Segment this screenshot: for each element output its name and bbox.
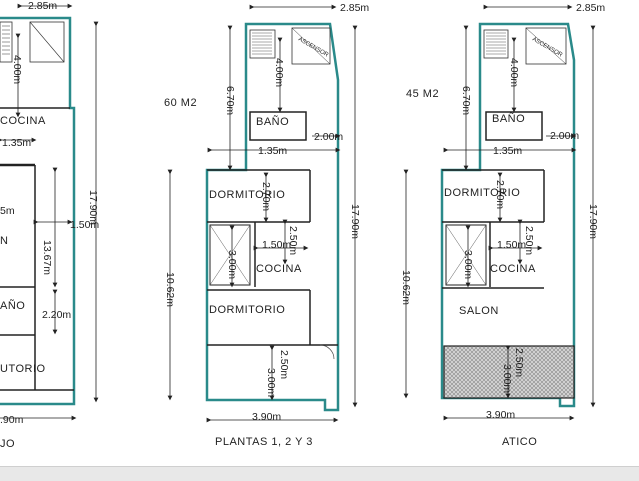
bottom-scrollbar[interactable] [0,466,639,481]
plan-right-dim-bottom: 3.90m [486,409,515,421]
plan-middle-dim-stair: 4.00m [273,58,285,87]
plan-middle-caption: PLANTAS 1, 2 Y 3 [215,436,313,448]
plan-middle-room-dormitorio-1: DORMITORIO [209,189,285,201]
plan-right-dim-300-b: 3.00m [501,364,513,393]
plan-middle-stair [249,29,276,59]
plan-middle-dim-300-b: 3.00m [265,368,277,397]
plan-right-dim-670: 6.70m [460,86,472,115]
plan-right-area: 45 M2 [406,88,439,100]
plan-middle-dim-top: 2.85m [340,2,369,14]
plan-middle-elevator [291,27,331,65]
plan-right-room-cocina: COCINA [490,263,536,275]
plan-right-dim-135: 1.35m [493,145,522,157]
plan-left-dim-150: 1.50m [70,219,99,231]
plan-left-dim-135: 1.35m [2,137,31,149]
plan-right-dim-250-a: 2.50m [523,226,535,255]
plan-right-dim-top: 2.85m [576,2,605,14]
plan-right-caption: ATICO [502,436,537,448]
plan-right-dim-270: 2.70m [494,180,506,209]
plan-right-dim-1062: 10.62m [400,270,412,305]
plan-right-dim-stair: 4.00m [508,58,520,87]
plan-right-dim-1790: 17.90m [587,204,599,239]
plan-left-dim-bottom: .90m [0,414,24,426]
plan-right-dim-200: 2.00m [550,130,579,142]
plan-right: ASCENSOR 2.85m 45 M2 4.00m 6.70m BAÑO 2.… [400,2,605,448]
plan-middle-dim-1790: 17.90m [349,204,361,239]
plan-right-room-salon: SALON [459,305,499,317]
plan-right-room-dormitorio: DORMITORIO [444,187,520,199]
plan-middle-room-dormitorio-2: DORMITORIO [209,304,285,316]
plan-middle-dim-250-b: 2.50m [278,350,290,379]
plan-left-room-cocina: COCINA [0,115,46,127]
plan-right-room-bano: BAÑO [492,112,525,125]
plan-middle-area: 60 M2 [164,97,197,109]
plan-left: 2.85m 4.00m COCINA 1.35m 5m N 1.50m 17.9… [0,0,99,450]
plan-right-dim-250-b: 2.50m [513,348,525,377]
plan-middle-room-bano: BAÑO [256,115,289,128]
plan-left-stair [0,21,13,63]
plan-middle-dim-bottom: 3.90m [252,411,281,423]
plan-left-dim-stair: 4.00m [11,55,23,84]
plan-middle: ASCENSOR 2.85m 60 M2 4.00m 6.70m BAÑO [164,2,369,448]
plan-middle-dim-670: 6.70m [224,86,236,115]
plan-left-room-n: N [0,235,8,247]
plan-left-outer-wall [0,16,76,406]
plan-right-dim-300-a: 3.00m [462,250,474,279]
plan-middle-dim-1062: 10.62m [164,272,176,307]
plan-left-dim-220: 2.20m [42,309,71,321]
plan-middle-dim-270: 2.70m [260,182,272,211]
plan-middle-dim-300-a: 3.00m [226,250,238,279]
plan-left-dim-top: 2.85m [28,0,57,12]
plan-middle-outer-wall [205,22,340,412]
plan-right-elevator [525,27,567,65]
plan-right-dim-150: 1.50m [497,239,526,251]
plan-left-caption: JO [0,438,15,450]
plan-middle-dim-250-a: 2.50m [287,226,299,255]
plan-right-stair [483,29,509,59]
plan-left-elevator [29,21,65,63]
plan-left-dim-1790: 17.90m [87,190,99,225]
plan-middle-elevator-label: ASCENSOR [297,37,330,59]
plan-left-dim-5m: 5m [0,205,15,217]
plan-left-room-utorio: UTORIO [0,363,46,375]
plan-middle-room-cocina: COCINA [256,263,302,275]
plan-middle-dim-150: 1.50m [262,239,291,251]
plan-middle-dim-135: 1.35m [258,145,287,157]
plan-middle-dim-200: 2.00m [314,131,343,143]
plan-left-room-ano: AÑO [0,299,25,312]
plan-right-elevator-label: ASCENSOR [531,37,564,59]
plan-left-dim-1367: 13.67m [41,240,53,275]
